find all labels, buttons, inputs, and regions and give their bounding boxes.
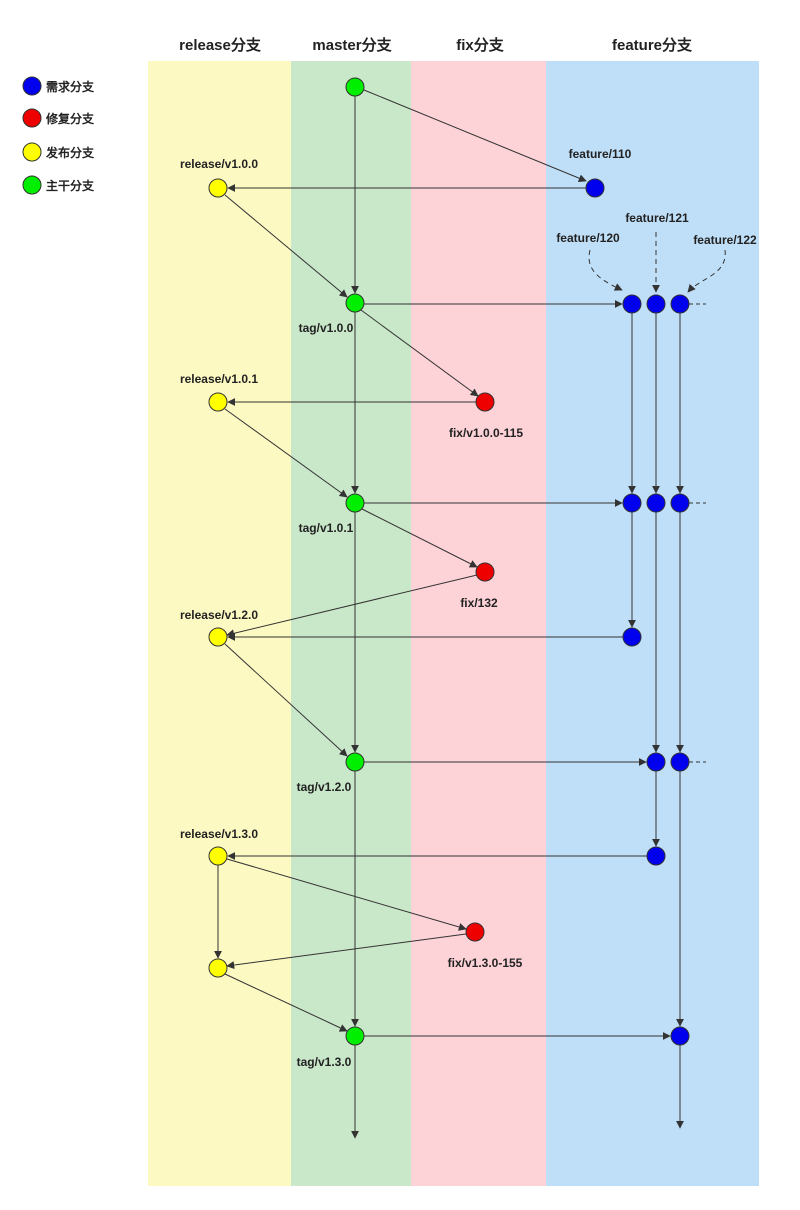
node-feature-122-b [670,493,690,513]
legend-fix-dot [22,108,42,128]
nodes [208,77,690,1046]
connectors [214,89,726,1139]
legend-feature-label: 需求分支 [46,79,95,94]
lane-feature-bg [546,61,759,1186]
node-release-v120 [208,627,228,647]
node-release-v130 [208,846,228,866]
edge-release130b-tag130 [224,973,348,1032]
node-master-start [345,77,365,97]
node-feature-122-a [670,294,690,314]
lane-title-fix: fix分支 [456,36,505,54]
node-feature-121-b [646,493,666,513]
label-release-v100: release/v1.0.0 [180,157,258,171]
label-fix-v130-155: fix/v1.3.0-155 [448,956,523,970]
node-tag-v130 [345,1026,365,1046]
node-feature-120-a [622,294,642,314]
node-release-v130b [208,958,228,978]
lane-title-master: master分支 [312,36,392,54]
label-feature-120: feature/120 [556,231,620,245]
legend-fix-label: 修复分支 [45,111,95,126]
node-release-v101 [208,392,228,412]
node-feature-120-b [622,493,642,513]
edge-release120-tag120 [224,643,348,757]
lane-fix-bg [411,61,546,1186]
lane-title-feature: feature分支 [612,36,693,54]
node-feature-122-c [670,752,690,772]
node-labels: feature/110 feature/120 feature/121 feat… [180,147,757,1069]
label-release-v101: release/v1.0.1 [180,372,258,386]
node-feature-121-a [646,294,666,314]
legend-feature-dot [22,76,42,96]
label-release-v120: release/v1.2.0 [180,608,258,622]
label-feature-121: feature/121 [625,211,689,225]
node-feature-122-d [670,1026,690,1046]
legend-release-dot [22,142,42,162]
label-feature-110: feature/110 [569,147,632,161]
label-tag-v100: tag/v1.0.0 [299,321,354,335]
edge-master-feature110 [363,89,587,182]
label-tag-v120: tag/v1.2.0 [297,780,352,794]
legend: 需求分支 修复分支 发布分支 主干分支 [22,76,95,195]
legend-master-label: 主干分支 [46,178,95,193]
label-fix-v100-115: fix/v1.0.0-115 [449,426,523,440]
node-tag-v101 [345,493,365,513]
label-release-v130: release/v1.3.0 [180,827,258,841]
edge-fix132-release120 [226,574,478,638]
edge-tag100-fix115 [360,309,479,397]
label-fix-132: fix/132 [460,596,498,610]
legend-master-dot [22,175,42,195]
label-tag-v101: tag/v1.0.1 [299,521,354,535]
node-fix-132 [475,562,495,582]
edge-release130-fix155 [226,858,467,931]
dashed-feature122 [687,249,726,293]
node-fix-v130-155 [465,922,485,942]
dashed-feature120 [588,249,623,291]
node-fix-v100-115 [475,392,495,412]
edge-tag101-fix132 [361,508,478,568]
node-tag-v100 [345,293,365,313]
lane-master-bg [291,61,411,1186]
edge-release100-tag100 [224,194,348,298]
node-feature-110 [585,178,605,198]
node-tag-v120 [345,752,365,772]
legend-release-label: 发布分支 [45,145,95,160]
edge-fix155-release130b [226,933,467,970]
label-tag-v130: tag/v1.3.0 [297,1055,352,1069]
node-feature-121-d [646,846,666,866]
lane-release-bg [148,61,291,1186]
lane-title-release: release分支 [179,36,262,54]
edge-release101-tag101 [224,408,348,498]
node-feature-121-c [646,752,666,772]
node-release-v100 [208,178,228,198]
label-feature-122: feature/122 [693,233,757,247]
node-feature-120-c [622,627,642,647]
